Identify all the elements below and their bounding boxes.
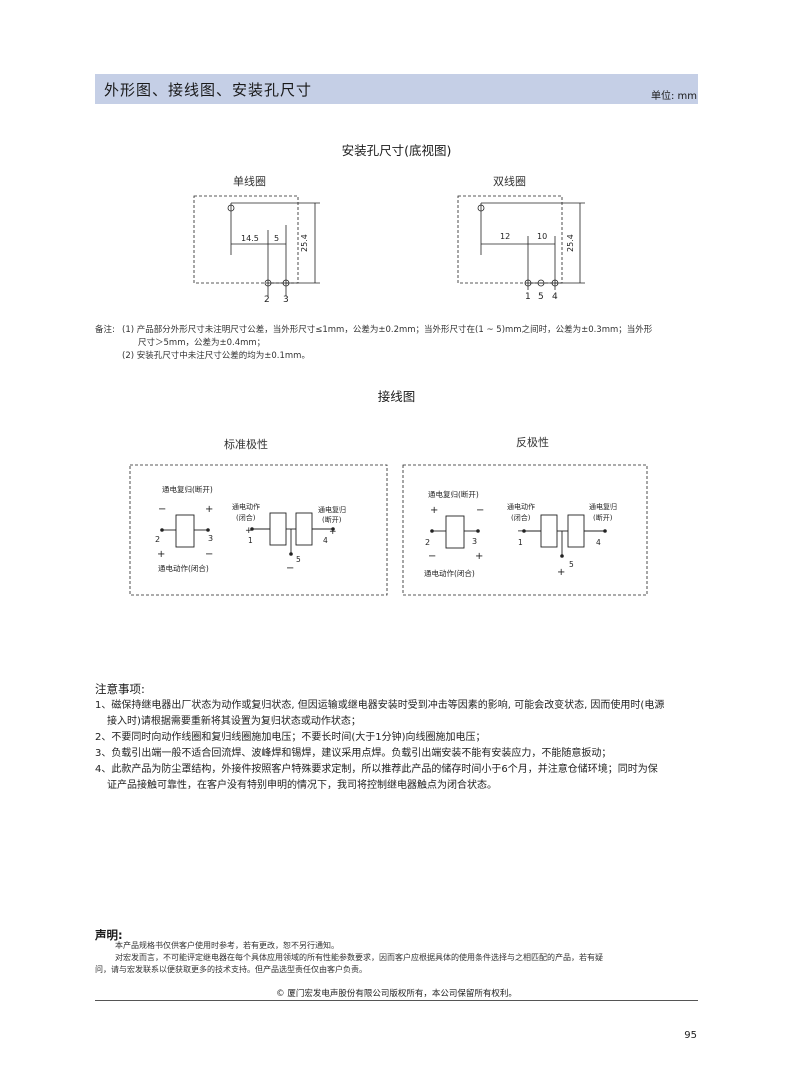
std-dual-rs-1: 通电复归 (318, 505, 346, 514)
caution-list: 1、磁保持继电器出厂状态为动作或复归状态, 但因运输或继电器安装时受到冲击等因素… (95, 698, 705, 794)
single-coil-label: 单线圈 (233, 175, 266, 188)
rev-dual-rs-1: 通电复归 (589, 502, 617, 511)
dual-coil-drawing (457, 195, 585, 290)
page-title: 外形图、接线图、安装孔尺寸 (104, 81, 313, 99)
single-coil-drawing (193, 195, 320, 296)
rev-dual-sign-5: + (557, 567, 565, 578)
declaration-line-3: 问，请与宏发联系以便获取更多的技术支持。但产品选型责任仅由客户负责。 (95, 965, 367, 974)
rev-reset-label: 通电复归(断开) (428, 489, 479, 499)
rev-dual-pin-4: 4 (596, 538, 601, 547)
rev-dual-rs-2: (断开) (593, 513, 613, 522)
unit-label: 单位: mm (650, 91, 697, 102)
dual-pin-1: 1 (525, 292, 531, 302)
caution-item-1: 1、磁保持继电器出厂状态为动作或复归状态, 但因运输或继电器安装时受到冲击等因素… (95, 700, 665, 711)
std-single-coil (162, 514, 208, 548)
declaration-body: 本产品规格书仅供客户使用时参考，若有更改，恕不另行通知。 对宏发而言，不可能评定… (95, 940, 705, 976)
caution-item-1-cont: 接入时)请根据需要重新将其设置为复归状态或动作状态； (107, 716, 361, 727)
std-sign-top-left: − (158, 504, 166, 515)
rev-pin-2: 2 (425, 538, 430, 547)
declaration-title: 声明: (95, 928, 123, 942)
std-sign-bot-right: − (205, 549, 213, 560)
copyright: © 厦门宏发电声股份有限公司版权所有，本公司保留所有权利。 (276, 989, 517, 999)
std-sign-top-right: + (205, 504, 213, 515)
std-sign-bot-left: + (157, 549, 165, 560)
single-dim-small: 5 (274, 234, 279, 243)
dual-coil-label: 双线圈 (493, 175, 526, 188)
reverse-polarity-label: 反极性 (516, 436, 549, 449)
std-dual-pin-1: 1 (248, 536, 253, 545)
rev-dual-sign-1: − (517, 526, 525, 537)
std-dual-sign-4: + (329, 527, 337, 537)
std-dual-op-1: 通电动作 (232, 502, 260, 511)
single-pin-3: 3 (283, 295, 289, 305)
std-pin-3: 3 (208, 534, 213, 543)
standard-frame (129, 464, 388, 596)
notes-prefix: 备注: (95, 325, 115, 335)
rev-operate-label: 通电动作(闭合) (424, 568, 475, 578)
std-pin-2: 2 (155, 535, 160, 544)
header-bar (95, 74, 698, 104)
std-dual-pin-5: 5 (296, 555, 301, 564)
wiring-title: 接线图 (377, 389, 416, 404)
mounting-title: 安装孔尺寸(底视图) (341, 143, 452, 158)
rev-sign-bot-left: − (428, 551, 436, 562)
dual-dim-left: 12 (500, 232, 510, 241)
rev-sign-top-left: + (430, 505, 438, 516)
std-dual-coil (252, 512, 333, 554)
dual-pin-5: 5 (538, 292, 544, 302)
declaration-line-2: 对宏发而言，不可能评定继电器在每个具体应用领域的所有性能参数要求，因而客户应根据… (115, 953, 603, 962)
dual-dim-right: 10 (537, 232, 547, 241)
note-1: (1) 产品部分外形尺寸未注明尺寸公差，当外形尺寸≤1mm，公差为±0.2mm；… (122, 325, 653, 335)
single-dim-width: 14.5 (241, 234, 259, 243)
rev-dual-op-2: (闭合) (511, 513, 531, 522)
standard-polarity-label: 标准极性 (224, 438, 268, 451)
rev-dual-pin-5: 5 (569, 560, 574, 569)
caution-item-2: 2、不要同时向动作线圈和复归线圈施加电压；不要长时间(大于1分钟)向线圈施加电压… (95, 732, 486, 743)
reverse-frame (402, 464, 648, 596)
std-operate-label: 通电动作(闭合) (158, 563, 209, 573)
footer-divider (95, 1000, 698, 1001)
rev-sign-top-right: − (476, 505, 484, 516)
std-reset-label: 通电复归(断开) (162, 484, 213, 494)
caution-title: 注意事项: (95, 682, 145, 696)
note-2: (2) 安装孔尺寸中未注尺寸公差的均为±0.1mm。 (122, 351, 310, 361)
rev-single-coil (432, 515, 478, 549)
page-number: 95 (684, 1030, 697, 1041)
wiring-diagrams: 通电复归(断开) − + 2 3 + − 通电动作(闭合) 通电动作 (闭合) … (129, 464, 648, 596)
mounting-hole-drawings: 14.5 5 25.4 2 3 12 10 25.4 1 5 4 (193, 195, 585, 305)
rev-pin-3: 3 (472, 537, 477, 546)
single-pin-2: 2 (264, 295, 270, 305)
note-1b: 尺寸＞5mm，公差为±0.4mm； (138, 338, 266, 348)
rev-dual-coil (524, 514, 605, 556)
std-dual-sign-1: + (245, 526, 253, 536)
std-dual-sign-5: − (286, 563, 294, 574)
caution-item-4: 4、此款产品为防尘罩结构，外接件按照客户特殊要求定制，所以推荐此产品的储存时间小… (95, 764, 658, 775)
rev-dual-sign-4: − (599, 526, 607, 537)
caution-item-4-cont: 证产品接触可靠性，在客户没有特别申明的情况下，我司将控制继电器触点为闭合状态。 (107, 780, 497, 791)
single-dim-height: 25.4 (300, 234, 309, 252)
rev-dual-op-1: 通电动作 (507, 502, 535, 511)
std-dual-rs-2: (断开) (322, 515, 342, 524)
std-dual-op-2: (闭合) (236, 513, 256, 522)
caution-item-3: 3、负载引出端一般不适合回流焊、波峰焊和锡焊，建议采用点焊。负载引出端安装不能有… (95, 748, 612, 759)
dual-dim-height: 25.4 (566, 234, 575, 252)
rev-sign-bot-right: + (475, 551, 483, 562)
std-dual-pin-4: 4 (323, 536, 328, 545)
rev-dual-pin-1: 1 (518, 538, 523, 547)
dual-pin-4: 4 (552, 292, 558, 302)
declaration-line-1: 本产品规格书仅供客户使用时参考，若有更改，恕不另行通知。 (115, 941, 339, 950)
